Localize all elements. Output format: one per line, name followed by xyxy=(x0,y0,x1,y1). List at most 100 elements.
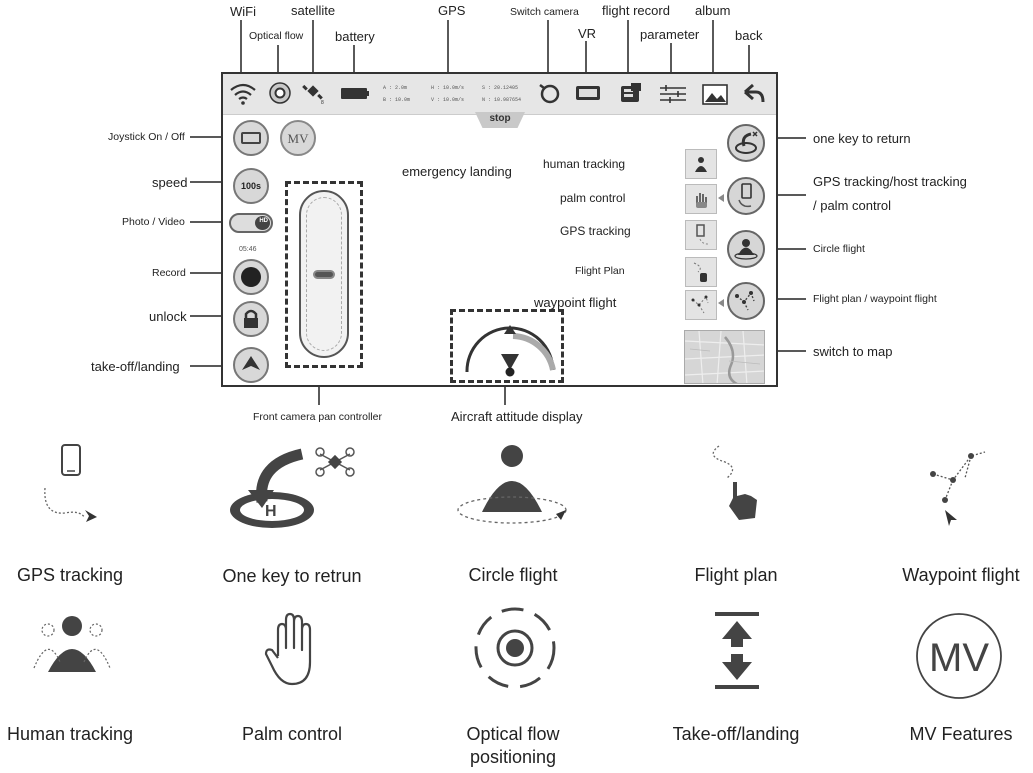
wifi-label: WiFi xyxy=(230,4,256,19)
return-home-icon xyxy=(735,131,758,154)
waypoint-icon xyxy=(691,295,709,314)
telemetry-v: V : 10.0m/s xyxy=(431,97,465,103)
gps-tracking-tile[interactable] xyxy=(685,220,717,250)
record-label: Record xyxy=(152,267,186,279)
flight-plan-label: Flight Plan xyxy=(575,265,625,277)
joystick-icon xyxy=(241,132,261,144)
circle-flight-button[interactable] xyxy=(727,230,765,268)
parameter-icon xyxy=(660,85,686,103)
palm-control-label: palm control xyxy=(560,191,626,205)
app-screen: 8 xyxy=(221,72,778,387)
back-label: back xyxy=(735,28,763,43)
speed-button[interactable]: 100s xyxy=(233,168,269,204)
takeoff-landing-button[interactable] xyxy=(233,347,269,383)
attitude-display-area xyxy=(450,309,564,383)
telemetry-h: H : 10.0m/s xyxy=(431,85,465,91)
telemetry-a: A : 2.0m xyxy=(383,85,408,91)
feature-caption: Human tracking xyxy=(6,724,134,744)
attitude-label: Aircraft attitude display xyxy=(451,409,583,424)
unlock-label: unlock xyxy=(149,309,187,324)
up-arrow-icon xyxy=(242,356,260,370)
satellite-label: satellite xyxy=(291,3,336,18)
person-icon xyxy=(695,157,707,172)
switch-camera-label: Switch camera xyxy=(510,6,579,18)
switch-map-label: switch to map xyxy=(813,344,893,359)
circle-flight-icon xyxy=(457,445,567,524)
flight-plan-waypoint-label: Flight plan / waypoint flight xyxy=(813,293,937,305)
human-tracking-icon xyxy=(33,616,111,672)
parameter-label: parameter xyxy=(640,27,700,42)
flight-record-label: flight record xyxy=(602,3,670,18)
waypoint-path-icon xyxy=(735,291,755,311)
slider-handle[interactable] xyxy=(313,270,335,279)
joystick-label: Joystick On / Off xyxy=(108,131,185,143)
gps-host-tracking-button[interactable] xyxy=(727,177,765,215)
gps-host-tracking-label: GPS tracking/host tracking xyxy=(813,174,967,189)
flight-record-icon xyxy=(621,83,641,102)
circle-flight-label: Circle flight xyxy=(813,243,865,255)
toggle-knob xyxy=(255,216,270,230)
speed-value: 100s xyxy=(240,181,262,191)
svg-text:8: 8 xyxy=(321,100,324,106)
feature-caption: One key to retrun xyxy=(222,566,362,586)
emergency-stop-button[interactable]: stop xyxy=(475,112,525,128)
phone-icon xyxy=(696,224,709,245)
palm-control-tile[interactable] xyxy=(685,184,717,214)
record-time: 05:46 xyxy=(239,246,257,253)
emergency-landing-label: emergency landing xyxy=(402,164,512,179)
optical-flow-label: Optical flow xyxy=(249,30,304,42)
battery-icon xyxy=(341,88,369,99)
slider-track xyxy=(306,197,342,351)
vr-label: VR xyxy=(578,26,597,41)
map-thumbnail-icon xyxy=(685,331,764,383)
photo-video-toggle[interactable]: HD xyxy=(229,213,273,233)
lock-icon xyxy=(244,309,258,328)
switch-to-map-button[interactable] xyxy=(684,330,765,384)
photo-video-label: Photo / Video xyxy=(122,216,185,228)
feature-caption: Waypoint flight xyxy=(902,565,1020,585)
album-label: album xyxy=(695,3,731,18)
record-dot-icon xyxy=(241,267,261,287)
camera-pan-label: Front camera pan controller xyxy=(253,411,382,423)
feature-caption: Flight plan xyxy=(694,565,778,585)
optical-flow-icon xyxy=(474,607,556,689)
hand-icon xyxy=(696,193,707,208)
unlock-button[interactable] xyxy=(233,301,269,337)
waypoint-flight-tile[interactable] xyxy=(685,290,717,320)
joystick-toggle-button[interactable] xyxy=(233,120,269,156)
telemetry-s: S : 20.12405 xyxy=(482,85,519,91)
feature-caption: MV Features xyxy=(909,724,1013,744)
circle-flight-icon xyxy=(734,239,758,260)
satellite-icon: 8 xyxy=(302,84,324,106)
telemetry-n: N : 10.987654 xyxy=(482,97,522,103)
telemetry-b: B : 10.0m xyxy=(383,97,411,103)
gps-tracking-label: GPS tracking xyxy=(560,224,631,238)
status-bar: 8 xyxy=(223,74,776,115)
mv-button[interactable]: MV xyxy=(280,120,316,156)
phone-tracking-icon xyxy=(738,183,752,208)
flight-plan-tile[interactable] xyxy=(685,257,717,287)
camera-pan-slider[interactable] xyxy=(299,190,349,358)
wifi-icon xyxy=(230,83,256,105)
record-button[interactable] xyxy=(233,259,269,295)
one-key-return-button[interactable] xyxy=(727,124,765,162)
palm-icon xyxy=(264,612,312,686)
feature-caption: Optical flow positioning xyxy=(466,724,560,767)
palm-control-right-label: / palm control xyxy=(813,198,892,213)
speed-label: speed xyxy=(152,175,188,190)
attitude-indicator-icon xyxy=(465,325,556,377)
battery-label: battery xyxy=(335,29,375,44)
human-tracking-tile[interactable] xyxy=(685,149,717,179)
svg-text:H: H xyxy=(265,503,277,520)
flight-plan-waypoint-button[interactable] xyxy=(727,282,765,320)
switch-camera-icon xyxy=(539,84,560,104)
svg-text:MV: MV xyxy=(929,636,989,680)
back-icon xyxy=(744,83,765,103)
one-key-return-icon: H xyxy=(230,447,355,528)
feature-caption: Palm control xyxy=(241,724,343,744)
phone-tracking-icon xyxy=(44,444,97,522)
album-icon xyxy=(702,84,728,105)
vr-icon xyxy=(576,86,600,100)
mv-label: MV xyxy=(287,131,309,146)
flight-plan-icon xyxy=(712,445,757,520)
